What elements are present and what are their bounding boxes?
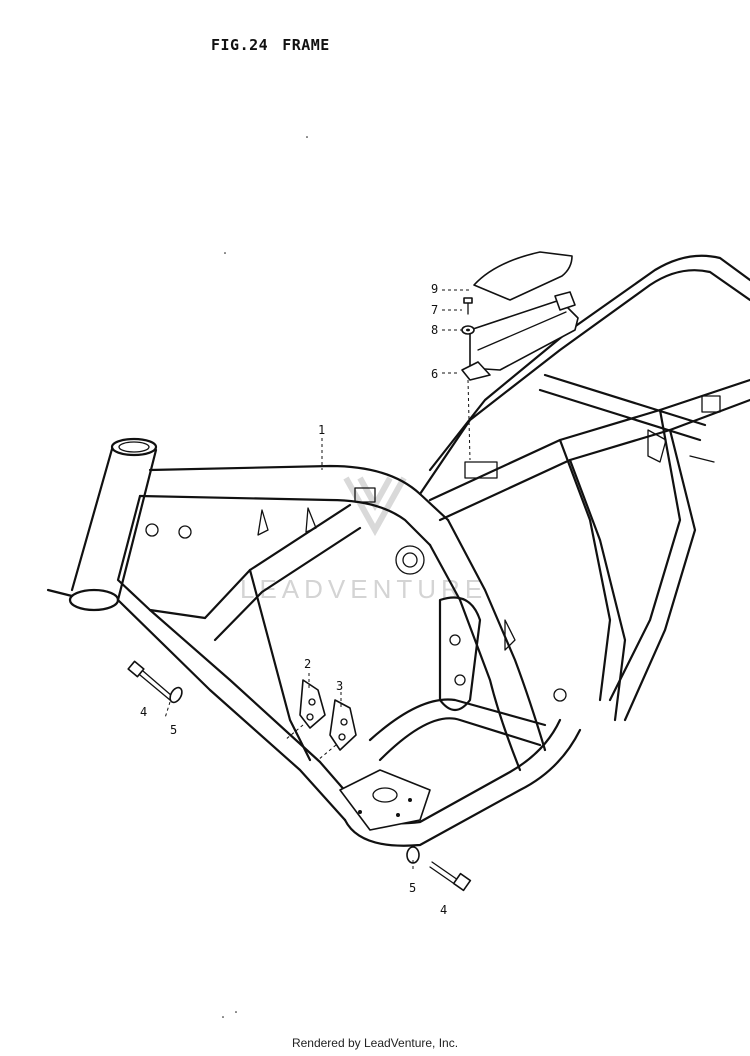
callout-6: 6 bbox=[431, 367, 439, 381]
callout-5-left: 5 bbox=[170, 723, 178, 737]
part-5-washer-left bbox=[169, 686, 183, 704]
part-8-nut bbox=[461, 325, 475, 335]
frame-main-tubes bbox=[116, 254, 750, 847]
part-7-screw bbox=[463, 297, 473, 315]
watermark: LEADVENTURE bbox=[240, 476, 487, 604]
part-6-bracket bbox=[461, 291, 579, 381]
callout-1: 1 bbox=[318, 423, 326, 437]
leader-lines bbox=[164, 289, 471, 870]
footer-credit: Rendered by LeadVenture, Inc. bbox=[291, 1036, 459, 1050]
part-9-cover bbox=[473, 251, 573, 301]
head-tube bbox=[46, 437, 158, 612]
part-2-bracket bbox=[299, 679, 326, 729]
figure-number: FIG.24 bbox=[211, 36, 269, 54]
frame-brackets bbox=[145, 395, 721, 702]
callout-5-bottom: 5 bbox=[409, 881, 417, 895]
stray-marks bbox=[222, 136, 308, 1018]
part-4-bolt-left bbox=[127, 660, 173, 701]
callout-4-left: 4 bbox=[140, 705, 148, 719]
engine-mount-plate bbox=[339, 769, 431, 831]
watermark-text: LEADVENTURE bbox=[240, 574, 487, 604]
callout-3: 3 bbox=[336, 679, 344, 693]
figure-title: FIG.24 FRAME bbox=[211, 36, 330, 54]
callout-8: 8 bbox=[431, 323, 439, 337]
callout-4-bottom: 4 bbox=[440, 903, 448, 917]
callout-9: 9 bbox=[431, 282, 439, 296]
callout-7: 7 bbox=[431, 303, 439, 317]
part-3-bracket bbox=[329, 699, 357, 751]
figure-name: FRAME bbox=[282, 36, 330, 54]
callout-2: 2 bbox=[304, 657, 312, 671]
part-4-bolt-bottom bbox=[429, 861, 472, 892]
